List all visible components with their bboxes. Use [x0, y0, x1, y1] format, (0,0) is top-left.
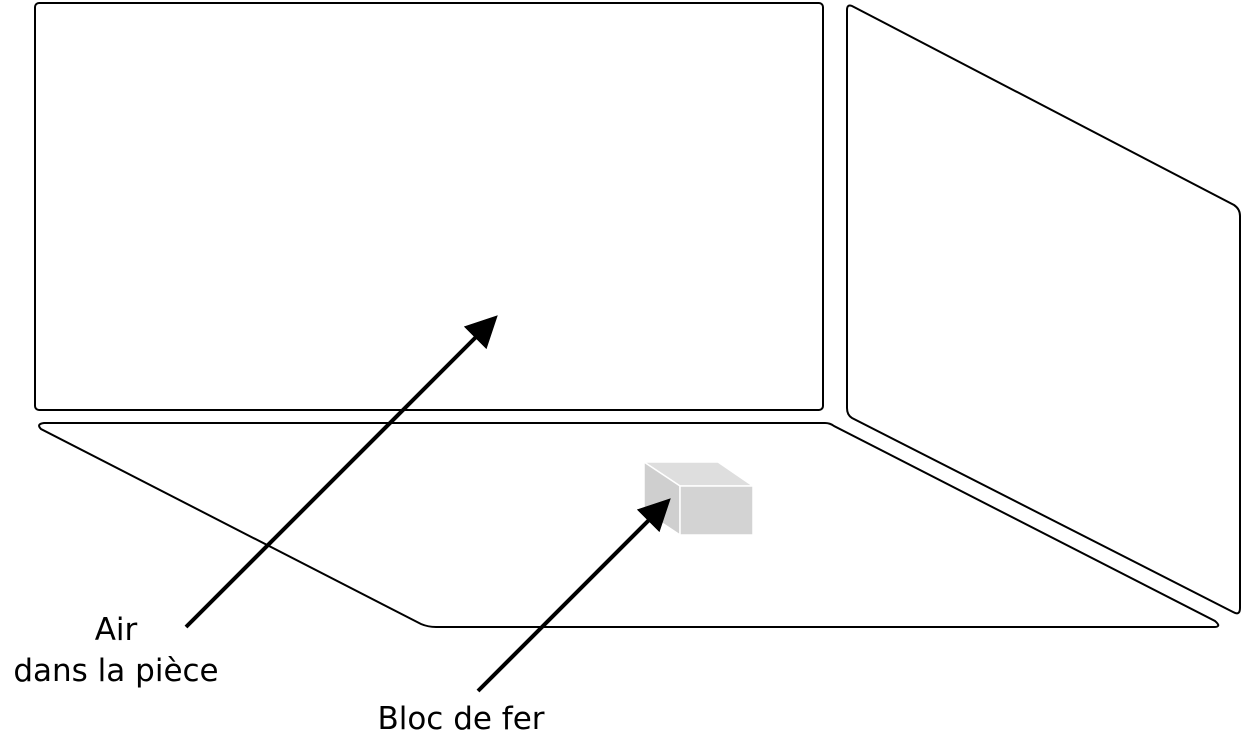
iron-block: [641, 460, 756, 537]
right-wall: [846, 4, 1241, 615]
iron-block-front-face: [679, 485, 754, 536]
air-label-line1: Air: [95, 612, 138, 648]
air-label-line2: dans la pièce: [13, 653, 218, 689]
air-arrow: [184, 315, 498, 629]
floor: [38, 422, 1220, 628]
iron-block-label: Bloc de fer: [377, 701, 544, 737]
back-wall: [34, 2, 824, 411]
iron-block-arrow: [476, 498, 671, 693]
